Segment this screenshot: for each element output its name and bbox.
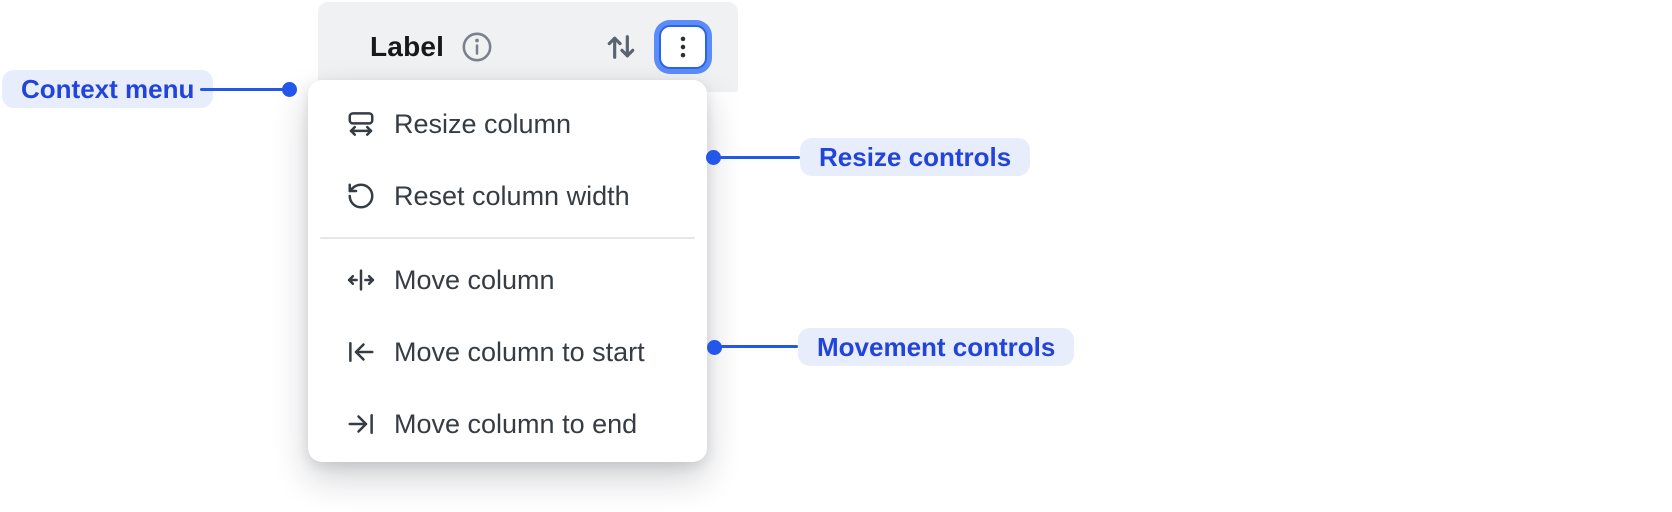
menu-item-label: Move column to end [394,408,638,439]
move-column-to-end-icon [346,409,376,439]
annotation-resize-controls: Resize controls [800,138,1031,176]
column-menu-button[interactable] [654,20,712,74]
menu-item-reset-column-width[interactable]: Reset column width [308,160,707,232]
vertical-ellipsis-icon [659,25,707,69]
info-icon[interactable] [460,30,494,64]
menu-item-label: Resize column [394,108,572,139]
annotation-movement-controls: Movement controls [798,328,1075,366]
menu-item-move-column[interactable]: Move column [308,244,707,316]
connector-dot-context-menu [282,82,297,97]
connector-line-movement-controls [720,345,798,348]
menu-item-label: Move column [394,264,555,295]
menu-item-move-column-to-end[interactable]: Move column to end [308,388,707,460]
connector-line-context-menu [200,88,284,91]
sort-icon[interactable] [602,28,640,66]
column-title: Label [370,31,445,62]
column-context-menu: Resize column Reset column width [308,80,707,462]
menu-item-label: Move column to start [394,336,645,367]
reset-column-width-icon [346,181,376,211]
menu-divider [320,237,695,239]
column-header: Label [318,2,738,92]
connector-dot-resize-controls [706,150,721,165]
menu-item-resize-column[interactable]: Resize column [308,88,707,160]
menu-item-label: Reset column width [394,180,630,211]
move-column-icon [346,265,376,295]
move-column-to-start-icon [346,337,376,367]
resize-column-icon [346,109,376,139]
connector-dot-movement-controls [707,340,722,355]
annotation-context-menu: Context menu [2,70,214,108]
connector-line-resize-controls [719,156,800,159]
menu-item-move-column-to-start[interactable]: Move column to start [308,316,707,388]
